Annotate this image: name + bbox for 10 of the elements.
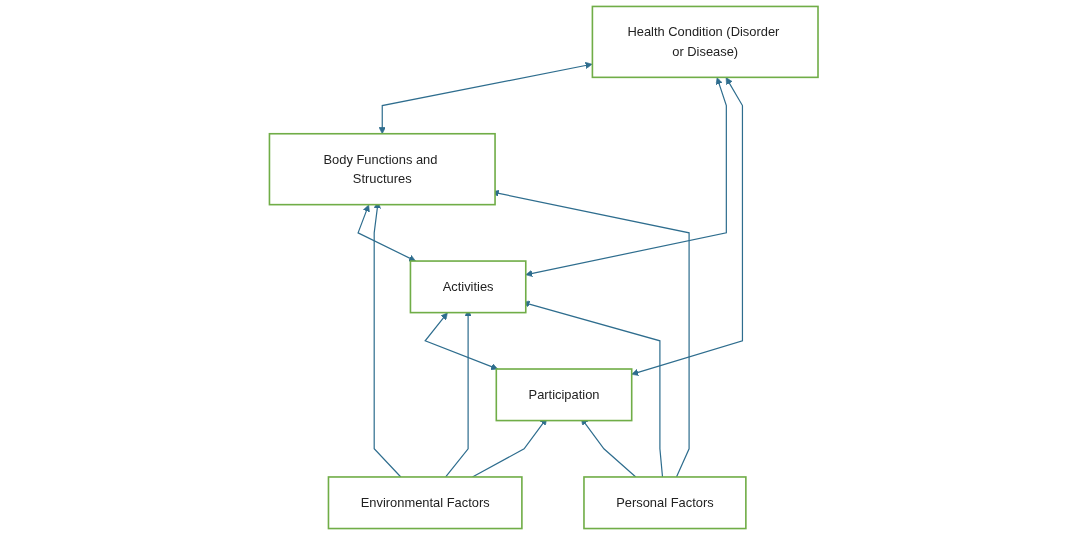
node-box: Personal Factors (583, 476, 747, 530)
node-box: Environmental Factors (327, 476, 523, 530)
node-box: Participation (495, 368, 633, 422)
node-box: Activities (409, 260, 527, 314)
node-box: Health Condition (Disorder or Disease) (591, 5, 820, 79)
node-box: Body Functions and Structures (268, 132, 497, 206)
arrow (378, 61, 593, 135)
arrow (357, 204, 417, 262)
arrow (424, 312, 499, 370)
arrow (631, 77, 744, 376)
